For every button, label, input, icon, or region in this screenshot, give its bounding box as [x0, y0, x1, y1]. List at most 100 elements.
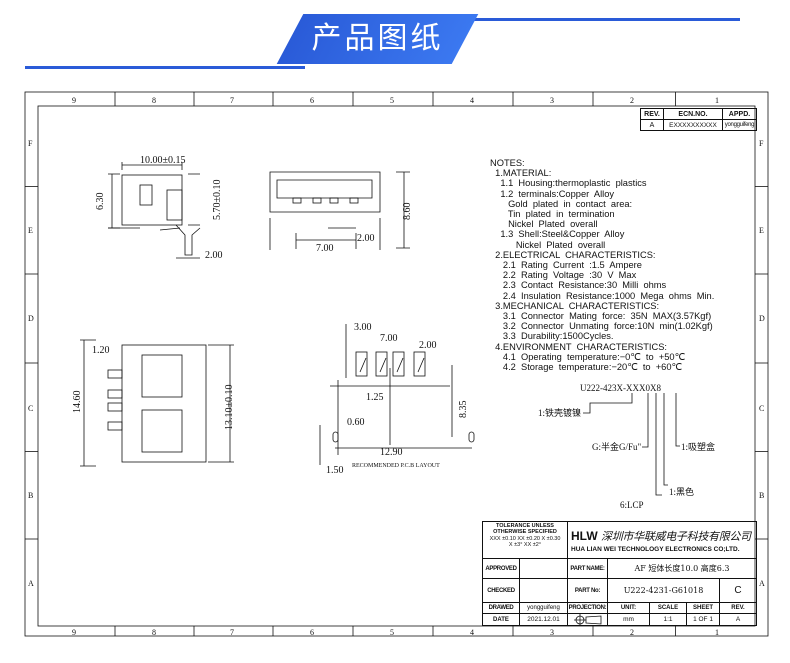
row-label: A: [759, 579, 765, 588]
column-label: 7: [230, 96, 234, 105]
column-label: 7: [230, 628, 234, 637]
dim-hole-span: 12.90: [380, 447, 403, 458]
company-logo: HLW: [571, 528, 598, 543]
row-label: A: [28, 579, 34, 588]
inner-frame: [37, 105, 756, 627]
column-label: 2: [630, 628, 634, 637]
note-line: Nickel Plated overall: [490, 239, 606, 250]
front-view: 8.60 2.00 7.00: [269, 171, 413, 254]
note-line: Tin plated in termination: [490, 209, 615, 220]
dim-length: 14.60: [72, 391, 83, 414]
part-code-option: 6:LCP: [620, 500, 644, 510]
part-code-option: 1:吸塑盒: [681, 441, 715, 452]
scale-value: 1:1: [649, 613, 687, 626]
column-label: 6: [310, 628, 314, 637]
dim-offset: 1.20: [92, 345, 110, 356]
row-label: E: [28, 226, 33, 235]
page-title: 产品图纸: [311, 21, 444, 56]
approved-value: [519, 558, 568, 579]
dim-height: 8.60: [402, 203, 413, 221]
part-no-label: PART No:: [567, 578, 608, 603]
column-label: 4: [470, 96, 474, 105]
note-line: 1.1 Housing:thermoplastic plastics: [490, 178, 647, 189]
dim-pad-length: 3.00: [354, 322, 372, 333]
column-label: 3: [550, 96, 554, 105]
dim-inner: 13.10±0.10: [224, 385, 235, 431]
dim-pitch: 2.00: [419, 340, 437, 351]
checked-value: [519, 578, 568, 603]
date-value: 2021.12.01: [519, 613, 568, 626]
tolerance-values: XXX ±0.10 XX ±0.20 X ±0.30: [489, 536, 561, 542]
pcb-caption: RECOMMENDED P.C.B LAYOUT: [352, 463, 440, 469]
dim-height: 6.30: [95, 193, 106, 211]
note-line: 4.ENVIRONMENT CHARACTERISTICS:: [490, 341, 668, 352]
ecn-value: EXXXXXXXXXX: [663, 119, 723, 131]
note-line: 4.2 Storage temperature:−20℃ to +60℃: [490, 362, 682, 373]
angle-values: X ±3° XX ±2°: [508, 542, 542, 548]
dim-pin: 2.00: [205, 250, 223, 261]
part-rev-letter: C: [719, 578, 757, 603]
note-line: 3.3 Durability:1500Cycles.: [490, 331, 614, 342]
dim-hole: 0.60: [347, 417, 365, 428]
dim-hole-length: 1.50: [326, 465, 344, 476]
top-view: 14.60 13.10±0.10 1.20: [72, 339, 235, 467]
part-code-option: 1:黑色: [669, 486, 694, 497]
note-line: 3.1 Connector Mating force: 35N MAX(3.57…: [490, 311, 712, 322]
column-label: 2: [630, 96, 634, 105]
outer-frame: [24, 91, 769, 637]
side-view: 10.00±0.15 6.30 5.70±0.10 2.00: [95, 155, 223, 261]
column-label: 3: [550, 628, 554, 637]
checked-label: CHECKED: [482, 578, 520, 603]
part-code-option: 1:铁壳镀镍: [538, 407, 581, 418]
dim-width: 10.00±0.15: [140, 155, 186, 166]
projection-icon: [574, 614, 602, 626]
note-line: 3.MECHANICAL CHARACTERISTICS:: [490, 300, 660, 311]
column-label: 5: [390, 628, 394, 637]
note-line: 1.MATERIAL:: [490, 168, 552, 179]
note-line: 4.1 Operating temperature:−0℃ to +50℃: [490, 351, 686, 362]
row-label: E: [759, 226, 764, 235]
row-label: C: [759, 404, 764, 413]
row-label: D: [759, 314, 765, 323]
note-line: 2.ELECTRICAL CHARACTERISTICS:: [490, 249, 656, 260]
part-name-label: PART NAME:: [567, 558, 608, 579]
part-code: U222-423X-XXX0X8: [580, 383, 661, 393]
column-label: 8: [152, 96, 156, 105]
note-line: Gold plated in contact area:: [490, 198, 633, 209]
row-markers: F F E E D D C C B B A A: [25, 139, 768, 588]
unit-value: mm: [607, 613, 650, 626]
sheet-value: 1 OF 1: [686, 613, 720, 626]
notes: NOTES: 1.MATERIAL: 1.1 Housing:thermopla…: [490, 158, 714, 372]
note-line: 1.2 terminals:Copper Alloy: [490, 188, 615, 199]
company-name-cn: 深圳市华联威电子科技有限公司: [601, 529, 751, 543]
row-label: D: [28, 314, 34, 323]
note-line: 3.2 Connector Unmating force:10N min(1.0…: [490, 321, 713, 332]
column-label: 8: [152, 628, 156, 637]
dim-span: 7.00: [316, 243, 334, 254]
row-label: B: [759, 491, 764, 500]
column-label: 5: [390, 96, 394, 105]
dim-span: 7.00: [380, 333, 398, 344]
note-line: Nickel Plated overall: [490, 219, 598, 230]
dim-body-height: 5.70±0.10: [212, 180, 223, 221]
dim-distance: 8.35: [458, 401, 469, 419]
banner-line-right: [462, 18, 740, 21]
row-label: F: [28, 139, 33, 148]
column-label: 9: [72, 628, 76, 637]
company-name-en: HUA LIAN WEI TECHNOLOGY ELECTRONICS CO;L…: [571, 545, 740, 553]
appd-value: yongguifeng: [722, 119, 757, 131]
banner-line-left: [25, 66, 305, 69]
company-box: HLW 深圳市华联威电子科技有限公司 HUA LIAN WEI TECHNOLO…: [567, 521, 757, 559]
pcb-layout: 3.00 7.00 2.00 1.25 8.35 0.60 12.90 1.50…: [319, 322, 475, 476]
part-code-option: G:半金G/Fu": [592, 441, 642, 452]
row-label: B: [28, 491, 33, 500]
part-name: AF 短体长度10.0 高度6.3: [607, 558, 757, 579]
row-label: C: [28, 404, 33, 413]
note-line: 2.3 Contact Resistance:30 Milli ohms: [490, 280, 667, 291]
column-label: 9: [72, 96, 76, 105]
row-label: F: [759, 139, 764, 148]
projection-value: [567, 613, 608, 626]
column-label: 1: [715, 628, 719, 637]
note-line: 2.2 Rating Voltage :30 V Max: [490, 270, 637, 281]
